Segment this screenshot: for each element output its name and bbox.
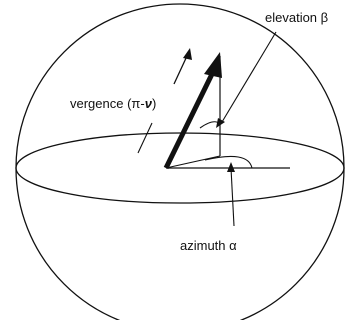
vergence-tick	[137, 122, 153, 154]
vergence-label-prefix: vergence (π-	[70, 96, 145, 111]
vergence-label: vergence (π-ν)	[70, 96, 156, 111]
azimuth-angle-arc	[204, 155, 253, 169]
rotation-direction-arrow	[173, 55, 188, 85]
elevation-leader-line	[221, 31, 277, 123]
rotation-direction-arrowhead	[183, 48, 192, 60]
sphere-outline	[15, 3, 345, 320]
vergence-label-suffix: )	[152, 96, 156, 111]
gaze-vector-arrowhead	[204, 52, 222, 78]
azimuth-label: azimuth α	[180, 238, 237, 253]
projection-line	[165, 155, 221, 169]
gaze-vector-arrow	[163, 70, 216, 170]
vergence-label-symbol: ν	[145, 96, 153, 111]
azimuth-leader-arrowhead	[227, 162, 235, 172]
equator-ellipse	[15, 132, 345, 204]
elevation-label: elevation β	[265, 10, 328, 25]
elevation-leader-arrowhead	[216, 118, 225, 128]
azimuth-leader-line	[230, 167, 235, 227]
